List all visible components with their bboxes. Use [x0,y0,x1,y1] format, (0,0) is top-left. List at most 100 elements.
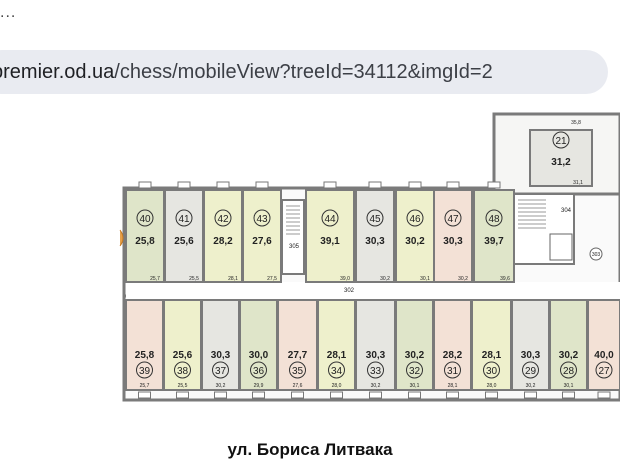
corridor [126,282,620,300]
apartment-21 [529,129,593,187]
apartment-sub-area: 30,1 [564,383,574,389]
balcony [216,181,230,189]
apartment-area: 30,3 [365,236,385,247]
apartment-sub-area: 25,7 [140,383,150,389]
balcony [369,391,382,399]
apartment-area: 30,3 [443,236,463,247]
balcony [138,391,151,399]
apartment-area: 25,6 [173,350,193,361]
apartment-area: 30,0 [249,350,269,361]
apartment-38 [163,299,202,391]
apartment-area: 27,6 [252,236,272,247]
elevator-shaft [549,233,573,261]
apartment-number: 42 [217,214,229,225]
apartment-area: 30,3 [211,350,231,361]
apartment-area: 28,1 [327,350,347,361]
apartment-sub-area: 28,1 [228,276,238,282]
apt-number-circle [136,209,154,227]
balcony [330,391,343,399]
apartment-area: 40,0 [594,350,614,361]
apartment-number: 45 [369,214,381,225]
apt-number-circle [253,209,271,227]
balcony [291,391,304,399]
apartment-area: 25,8 [135,350,155,361]
balcony [368,181,382,189]
apartment-sub-area: 27,5 [267,276,277,282]
apartment-number: 33 [370,366,382,377]
apartment-area: 31,2 [551,157,571,168]
apt-number-circle [212,361,229,379]
balcony [597,391,611,399]
balcony [562,391,575,399]
apt-number-circle [595,361,613,379]
apt-number-circle [522,361,539,379]
apt-number-circle [483,361,500,379]
apt-number-circle [552,131,570,149]
apartment-number: 38 [177,366,189,377]
apartment-sub-area: 27,6 [293,383,303,389]
hall-label-circle [589,247,603,261]
apartment-number: 35 [292,366,304,377]
apartment-sub-area: 30,2 [458,276,468,282]
apartment-number: 48 [488,214,500,225]
url-path: /chess/mobileView?treeId=34112&imgId=2 [114,60,493,83]
apt-number-circle [485,209,503,227]
url-host: premier.od.ua [0,60,115,83]
apartment-32 [395,299,434,391]
apartment-31 [433,299,472,391]
apartment-area: 39,7 [484,236,504,247]
apartment-number: 32 [409,366,421,377]
apartment-sub-area: 28,0 [332,383,342,389]
apartment-30 [471,299,512,391]
apartment-47 [433,189,473,283]
apartment-sub-area: 28,0 [487,383,497,389]
apt-number-circle [367,361,384,379]
apartment-area: 30,2 [559,350,579,361]
apartment-area: 39,1 [320,236,340,247]
apartment-number: 28 [563,366,575,377]
apartment-area: 30,2 [405,350,425,361]
balcony [252,391,265,399]
apartment-sub-area: 25,5 [189,276,199,282]
apartment-sub-area: 29,9 [254,383,264,389]
url-text[interactable]: premier.od.ua/chess/mobileView?treeId=34… [0,61,493,84]
address-bar[interactable]: premier.od.ua/chess/mobileView?treeId=34… [0,50,608,94]
apartment-42 [203,189,243,283]
balcony [177,181,191,189]
balcony [524,391,537,399]
stair-label: 305 [289,244,300,250]
apartment-number: 27 [598,366,610,377]
balcony [408,181,422,189]
apartment-40 [125,189,165,283]
apartment-48 [473,189,515,283]
apartment-number: 39 [139,366,151,377]
apartment-number: 34 [331,366,343,377]
elevator-label: 304 [561,208,572,214]
apartment-number: 46 [409,214,421,225]
apartment-sub-area: 28,1 [448,383,458,389]
apartment-number: 36 [253,366,265,377]
apartment-area: 27,7 [288,350,308,361]
menu-dots[interactable]: ... [0,4,17,21]
apartment-sub-area: 30,1 [420,276,430,282]
apartment-37 [201,299,240,391]
hall-label: 303 [592,252,601,258]
balcony [446,181,460,189]
apt-number-circle [289,361,306,379]
apt-number-circle [328,361,345,379]
floor-plan: 4025,825,74125,625,54228,228,14327,627,5… [119,112,620,402]
elevator-core [513,193,575,265]
balcony-area: 35,8 [571,120,581,126]
apartment-sub-area: 31,1 [573,180,583,186]
balcony [408,391,421,399]
apt-number-circle [444,209,462,227]
apartment-area: 30,2 [405,236,425,247]
apt-number-circle [214,209,232,227]
apartment-number: 40 [139,214,151,225]
apartment-area: 28,1 [482,350,502,361]
apartment-number: 21 [555,136,567,147]
balcony [323,181,337,189]
balcony [214,391,227,399]
apartment-sub-area: 30,2 [526,383,536,389]
apt-number-circle [406,361,423,379]
